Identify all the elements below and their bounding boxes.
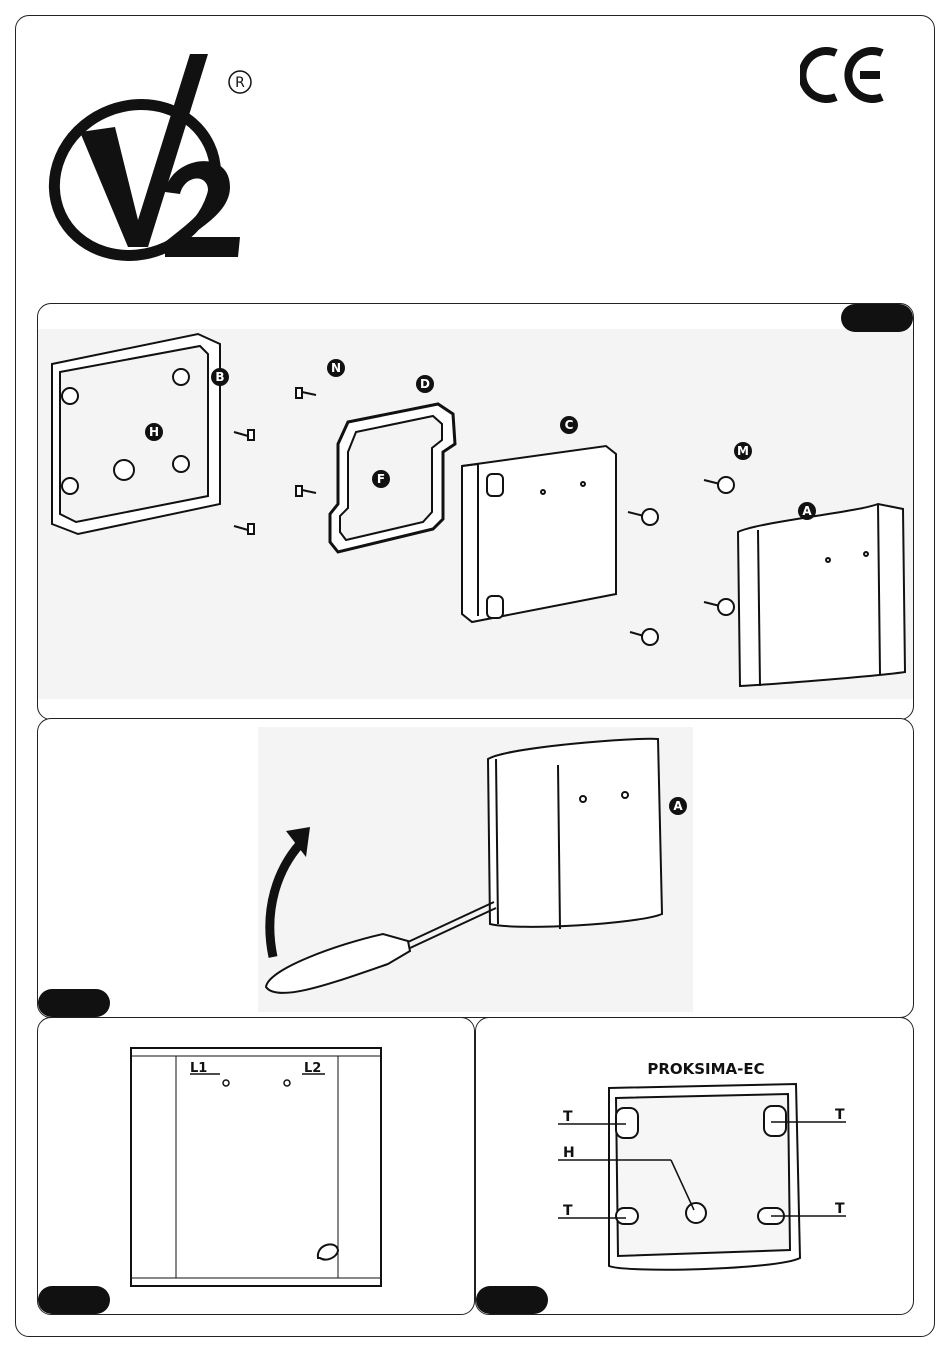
figure-4-panel: PROKSIMA-EC T T H T T: [475, 1017, 914, 1315]
callout-A: A: [802, 504, 812, 518]
callout-B: B: [215, 370, 224, 384]
label-T-top-left: T: [563, 1109, 573, 1125]
figure-1-panel: B H N D F C M A: [37, 303, 914, 720]
figure-2-panel: A: [37, 718, 914, 1018]
v2-logo: R: [40, 42, 265, 267]
callout-D: D: [420, 377, 430, 391]
figure-3-tab: [38, 1286, 110, 1314]
registered-mark: R: [235, 75, 245, 91]
callout-F: F: [377, 472, 385, 486]
label-T-top-right: T: [835, 1107, 845, 1123]
base-mount-drawing: PROKSIMA-EC T T H T T: [476, 1018, 914, 1315]
callout-M: M: [737, 444, 749, 458]
label-T-bottom-left: T: [563, 1203, 573, 1219]
label-L2: L2: [304, 1061, 321, 1076]
figure-1-tab: [841, 304, 913, 332]
figure-3-panel: L1 L2: [37, 1017, 475, 1315]
callout-C: C: [565, 418, 574, 432]
product-title: PROKSIMA-EC: [647, 1060, 764, 1078]
label-L1: L1: [190, 1061, 207, 1076]
label-H: H: [563, 1145, 575, 1161]
callout-A-fig2: A: [673, 799, 683, 813]
exploded-view-drawing: B H N D F C M A: [38, 304, 914, 720]
figure-2-tab: [38, 989, 110, 1017]
callout-H: H: [149, 425, 159, 439]
label-T-bottom-right: T: [835, 1201, 845, 1217]
figure-4-tab: [476, 1286, 548, 1314]
ce-mark: [800, 45, 890, 105]
screwdriver-drawing: A: [38, 719, 914, 1018]
front-view-drawing: L1 L2: [38, 1018, 475, 1315]
callout-N: N: [331, 361, 341, 375]
